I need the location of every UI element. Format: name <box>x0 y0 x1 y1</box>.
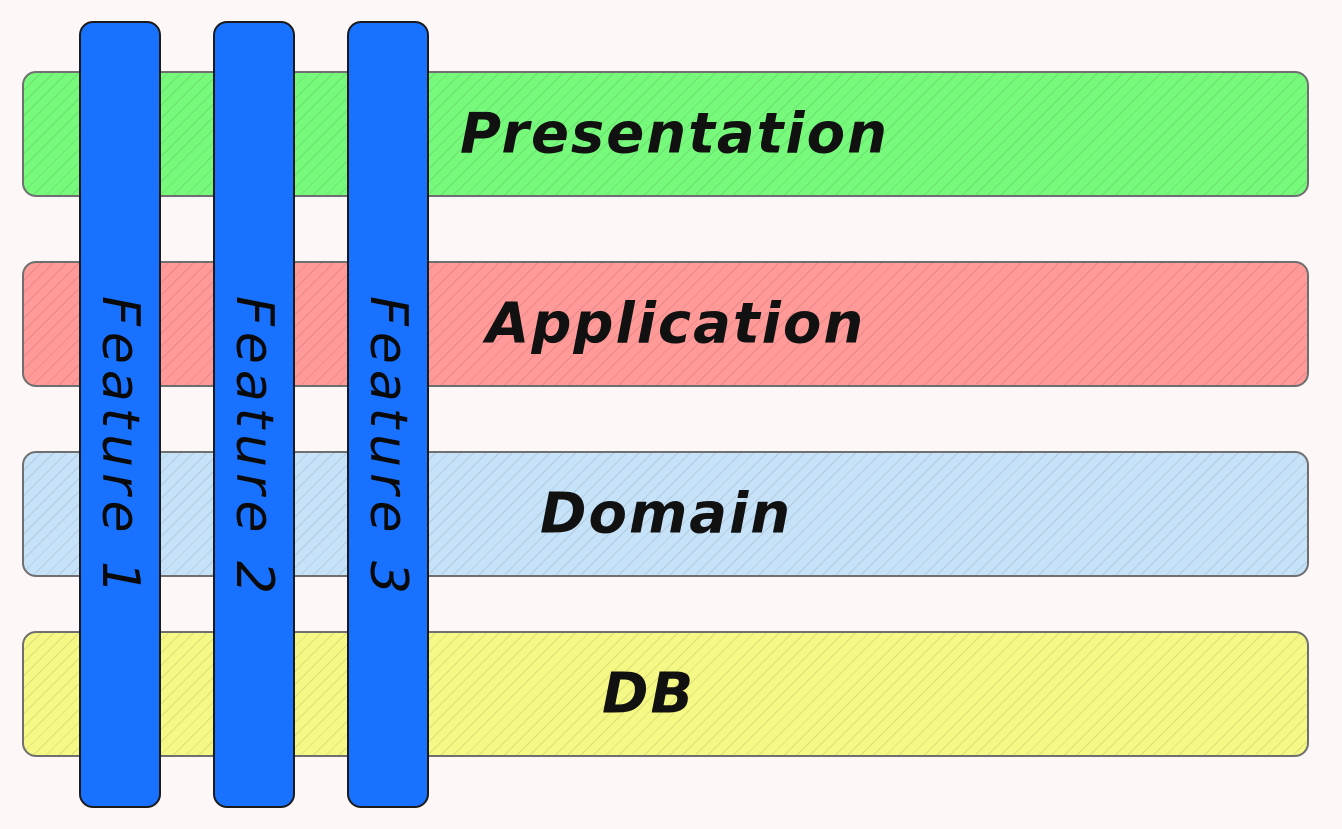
feature-label: Feature 3 <box>358 295 418 601</box>
feature-label: Feature 2 <box>224 295 284 601</box>
layer-label: DB <box>602 661 696 727</box>
feature-column-1: Feature 1 <box>79 21 161 808</box>
layer-label: Application <box>486 291 866 357</box>
feature-column-2: Feature 2 <box>213 21 295 808</box>
layer-label: Presentation <box>460 101 889 167</box>
feature-label: Feature 1 <box>90 295 150 601</box>
layer-db: DB <box>22 631 1309 757</box>
layer-label: Domain <box>540 481 793 547</box>
feature-column-3: Feature 3 <box>347 21 429 808</box>
